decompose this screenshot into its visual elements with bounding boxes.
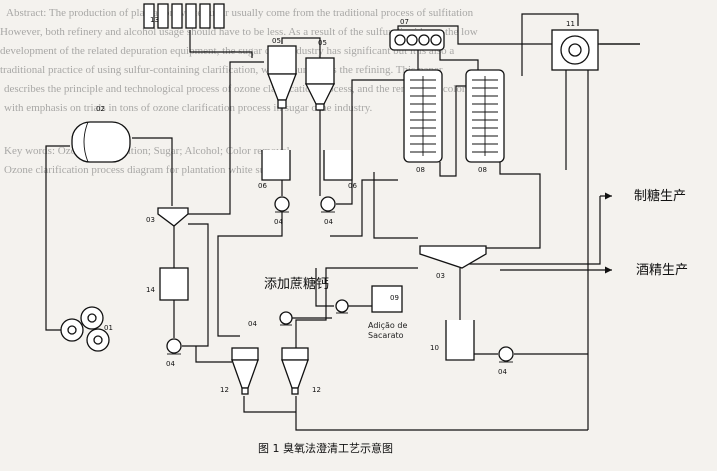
equipment-07-ozone-generator: 07: [389, 18, 445, 51]
pipe-12a-bottom: [243, 396, 296, 413]
pipe-network: [45, 13, 640, 431]
label-03-right: 03: [436, 272, 445, 280]
label-01: 01: [104, 324, 113, 332]
label-07: 07: [400, 18, 409, 26]
label-02: 02: [96, 105, 105, 113]
pipe-03b-to-sugar: [469, 196, 601, 265]
label-add-lime-es-1: Adição de: [368, 321, 407, 330]
label-11: 11: [566, 20, 575, 28]
label-04-b: 04: [324, 218, 333, 226]
label-12a: 12: [220, 386, 229, 394]
label-14: 14: [146, 286, 155, 294]
equipment-12-settler-a: 12: [220, 347, 259, 395]
label-06b: 06: [348, 182, 357, 190]
equipment-05-cyclone-a: 05: [267, 37, 297, 109]
pipe-bottom-return: [295, 396, 588, 431]
pipe-to-12a: [195, 346, 232, 363]
pipe-feed-03b: [373, 172, 418, 239]
pipe-07-top: [397, 25, 640, 45]
label-09: 09: [390, 294, 399, 302]
label-05a: 05: [272, 37, 281, 45]
label-08b: 08: [478, 166, 487, 174]
label-sugar-production: 制糖生产: [634, 188, 686, 204]
label-03: 03: [146, 216, 155, 224]
equipment-04-pump-mid: 04: [248, 311, 293, 328]
label-13: 13: [150, 16, 159, 24]
pipe-05a-to-05b: [281, 37, 321, 58]
equipment-04-pump-left: 04: [166, 338, 182, 368]
pipe-pump-09-up: [315, 268, 334, 307]
bg-line: Ozone clarification process diagram for …: [4, 164, 280, 176]
equipment-05-cyclone-b: 05: [304, 39, 336, 111]
equipment-03-separator-left: 03: [146, 207, 189, 227]
equipment-09-dosing-tank: 09: [371, 285, 403, 313]
label-05b: 05: [318, 39, 327, 47]
pipe-mid-link: [330, 179, 398, 237]
label-06a: 06: [258, 182, 267, 190]
equipment-04-pump-10: 04: [498, 346, 514, 376]
equipment-10-tank: 10: [430, 320, 475, 361]
label-add-lime-es-2: Sacarato: [368, 331, 404, 340]
pipe-12b-to-03b: [295, 267, 418, 348]
pipe-08a-to-08b: [439, 85, 470, 177]
equipment-13-filters: 13: [143, 3, 225, 29]
label-04-mid: 04: [248, 320, 257, 328]
pipe-03-to-05: [186, 61, 264, 215]
pipe-pump-to-08: [336, 79, 404, 205]
label-add-lime-cn: 添加蔗糖钙: [264, 276, 329, 292]
equipment-11-unit: 11: [551, 20, 599, 71]
label-08a: 08: [416, 166, 425, 174]
pipe-01-to-02: [45, 145, 70, 331]
equipment-06-tank-b: 06: [323, 150, 357, 190]
figure-caption: 图 1 臭氧法澄清工艺示意图: [258, 441, 393, 455]
equipment-12-settler-b: 12: [281, 347, 321, 395]
equipment-01-mill: 01: [60, 306, 113, 352]
pipe-pump-return: [182, 223, 209, 347]
pipe-13-to-05: [189, 30, 253, 58]
pipe-pump-to-12a: [217, 212, 283, 337]
equipment-06-tank-a: 06: [258, 150, 291, 190]
pipe-07-to-08b: [439, 50, 479, 70]
equipment-04-pump-a: 04: [274, 196, 290, 226]
bg-line: describes the principle and technologica…: [4, 83, 466, 95]
label-04-10: 04: [498, 368, 507, 376]
label-04-left: 04: [166, 360, 175, 368]
equipment-04-pump-b: 04: [320, 196, 336, 226]
equipment-14-tank: 14: [146, 267, 189, 301]
equipment-02-tank: 02: [71, 105, 131, 163]
pipe-02-to-03: [132, 137, 173, 206]
equipment-08-reactor-b: 08: [465, 69, 505, 174]
bg-line: development of the related depuration eq…: [0, 45, 455, 57]
label-12b: 12: [312, 386, 321, 394]
label-10: 10: [430, 344, 439, 352]
label-alcohol-production: 酒精生产: [636, 263, 688, 278]
bg-line: However, both refinery and alcohol usage…: [0, 26, 478, 38]
equipment-08-reactor-a: 08: [403, 69, 443, 174]
pipe-08b-to-03b: [480, 162, 541, 249]
pipe-11-top: [521, 13, 579, 76]
equipment-03-separator-right: 03: [419, 245, 487, 280]
bg-line: Abstract: The production of plantation w…: [6, 7, 474, 19]
label-04-a: 04: [274, 218, 283, 226]
equipment-04-pump-09: [335, 299, 349, 314]
